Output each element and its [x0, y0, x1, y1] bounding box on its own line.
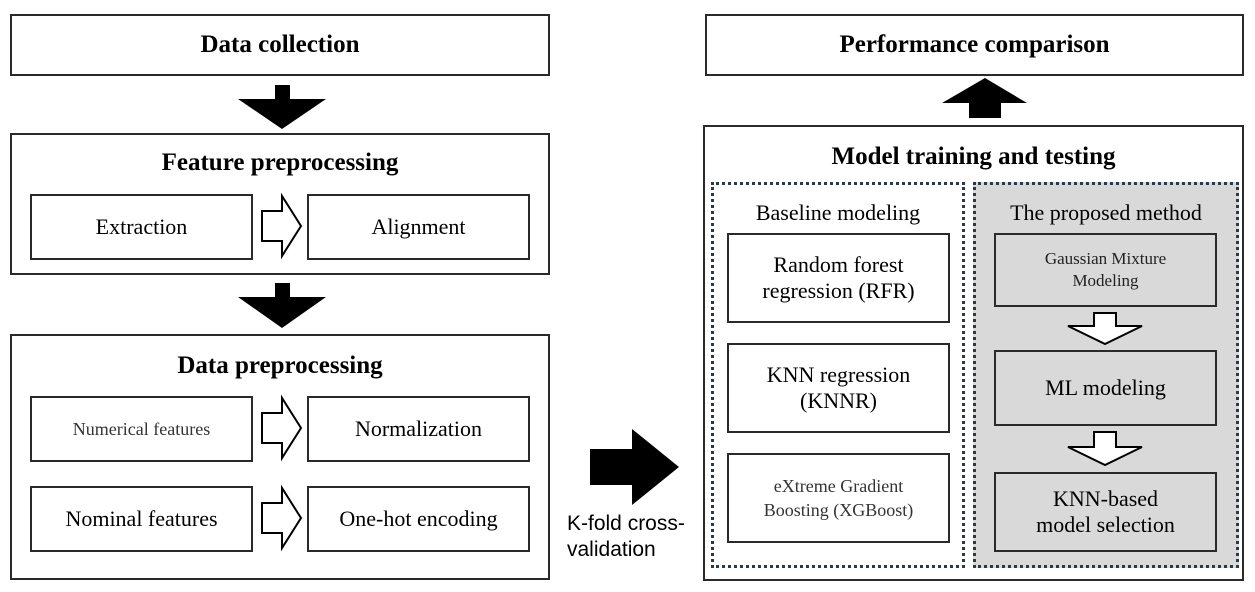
- baseline-modeling-group: Baseline modeling: [711, 182, 965, 568]
- extraction-box: Extraction: [30, 194, 253, 260]
- knnr-line1: KNN regression: [766, 362, 911, 387]
- numerical-features-label: Numerical features: [72, 418, 211, 439]
- nominal-features-box: Nominal features: [30, 486, 253, 552]
- alignment-box: Alignment: [307, 194, 530, 260]
- feature-preprocessing-title: Feature preprocessing: [161, 149, 399, 176]
- xgboost-line2: Boosting (XGBoost): [763, 500, 914, 520]
- numerical-features-box: Numerical features: [30, 396, 253, 462]
- one-hot-encoding-box: One-hot encoding: [307, 486, 530, 552]
- data-collection-label: Data collection: [200, 31, 360, 58]
- xgboost-line1: eXtreme Gradient: [773, 476, 904, 496]
- alignment-label: Alignment: [371, 214, 466, 239]
- knn-selection-line2: model selection: [1036, 512, 1175, 537]
- performance-comparison-label: Performance comparison: [839, 31, 1110, 58]
- rfr-line2: regression (RFR): [762, 278, 915, 303]
- data-preprocessing-title: Data preprocessing: [177, 352, 383, 379]
- rfr-line1: Random forest: [773, 252, 904, 277]
- data-collection-box: Data collection: [10, 14, 550, 76]
- nominal-features-label: Nominal features: [65, 506, 218, 531]
- ml-modeling-box: ML modeling: [994, 350, 1217, 426]
- cross-validation-label: K-fold cross- validation: [567, 511, 707, 563]
- ml-modeling-label: ML modeling: [1045, 375, 1166, 400]
- gmm-box: Gaussian Mixture Modeling: [994, 233, 1217, 307]
- normalization-label: Normalization: [354, 416, 483, 441]
- proposed-method-title: The proposed method: [1010, 200, 1202, 225]
- cross-validation-line1: K-fold cross-: [567, 512, 685, 535]
- knn-model-selection-box: KNN-based model selection: [994, 472, 1217, 552]
- knnr-line2: (KNNR): [800, 388, 877, 413]
- model-training-title: Model training and testing: [831, 143, 1116, 170]
- gmm-line1: Gaussian Mixture: [1044, 249, 1167, 268]
- normalization-box: Normalization: [307, 396, 530, 462]
- performance-comparison-box: Performance comparison: [705, 14, 1244, 76]
- gmm-line2: Modeling: [1072, 271, 1139, 290]
- cross-validation-line2: validation: [567, 538, 656, 561]
- knnr-box: KNN regression (KNNR): [727, 343, 950, 433]
- extraction-label: Extraction: [95, 214, 188, 239]
- xgboost-box: eXtreme Gradient Boosting (XGBoost): [727, 453, 950, 543]
- knn-selection-line1: KNN-based: [1052, 486, 1159, 511]
- rfr-box: Random forest regression (RFR): [727, 233, 950, 323]
- one-hot-encoding-label: One-hot encoding: [339, 506, 498, 531]
- baseline-modeling-title: Baseline modeling: [755, 200, 921, 225]
